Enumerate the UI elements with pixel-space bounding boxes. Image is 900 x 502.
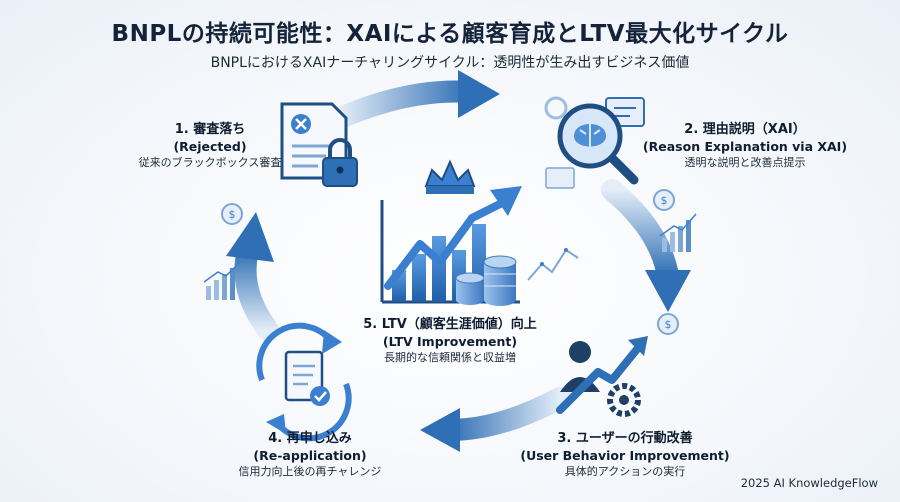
step-4-label: 4. 再申し込み (Re-application) 信用力向上後の再チャレンジ: [225, 430, 395, 480]
reapply-document-check-icon: [256, 322, 352, 442]
step-3-description: 具体的アクションの実行: [564, 465, 686, 478]
step-1-description: 従来のブラックボックス審査: [138, 156, 282, 169]
cycle-arrow-left: [226, 212, 279, 341]
page-title: BNPLの持続可能性：XAIによる顧客育成とLTV最大化サイクル: [111, 21, 789, 47]
step-4-description: 信用力向上後の再チャレンジ: [238, 465, 382, 478]
user-growth-gear-icon: [556, 336, 648, 417]
cycle-arrow-bottom: [420, 387, 571, 452]
svg-text:$: $: [229, 208, 236, 221]
step-2-description: 透明な説明と改善点提示: [684, 156, 806, 169]
center-title: 5. LTV（顧客生涯価値）向上: [363, 317, 537, 332]
rejected-document-lock-icon: [280, 102, 358, 187]
step-3-subtitle: (User Behavior Improvement): [520, 448, 730, 463]
center-description: 長期的な信頼関係と収益増: [384, 351, 516, 364]
footer-credit: 2025 AI KnowledgeFlow: [740, 476, 878, 490]
step-4-title: 4. 再申し込み: [268, 431, 352, 446]
mini-bar-chart-icon: [659, 213, 697, 252]
step-2-title: 2. 理由説明（XAI）: [684, 122, 806, 137]
step-4-subtitle: (Re-application): [253, 448, 367, 463]
ai-brain-magnifier-icon: [544, 96, 645, 189]
step-3-label: 3. ユーザーの行動改善 (User Behavior Improvement)…: [520, 430, 730, 480]
coin-icon: $: [221, 203, 243, 225]
step-3-title: 3. ユーザーの行動改善: [557, 431, 693, 446]
cycle-arrow-right: [601, 179, 691, 312]
step-1-subtitle: (Rejected): [173, 139, 247, 154]
svg-text:$: $: [665, 318, 672, 331]
step-2-label: 2. 理由説明（XAI） (Reason Explanation via XAI…: [640, 121, 850, 171]
coin-icon: $: [657, 313, 679, 335]
page-subtitle: BNPLにおけるXAIナーチャリングサイクル：透明性が生み出すビジネス価値: [210, 55, 690, 71]
center-label: 5. LTV（顧客生涯価値）向上 (LTV Improvement) 長期的な信…: [340, 316, 560, 366]
step-2-subtitle: (Reason Explanation via XAI): [642, 139, 848, 154]
coin-icon: $: [653, 189, 675, 211]
mini-bar-chart-icon: [203, 261, 241, 300]
svg-text:$: $: [661, 194, 668, 207]
step-1-label: 1. 審査落ち (Rejected) 従来のブラックボックス審査: [135, 121, 285, 171]
crown-growth-chart-icon: [380, 159, 522, 306]
step-1-title: 1. 審査落ち: [174, 122, 246, 137]
mini-line-chart-icon: [527, 248, 579, 281]
center-subtitle: (LTV Improvement): [382, 334, 518, 349]
cycle-arrow-top: [329, 70, 500, 129]
